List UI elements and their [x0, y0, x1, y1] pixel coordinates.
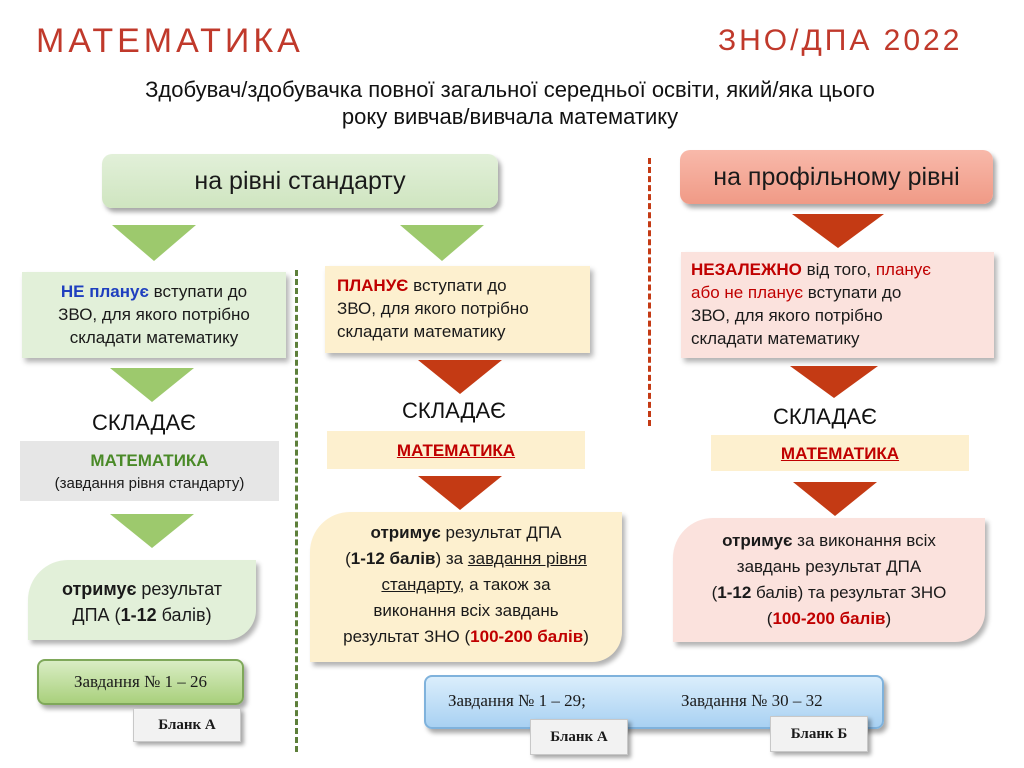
result-emphasis: отримує: [61, 579, 137, 599]
profile-condition-box: НЕЗАЛЕЖНО від того, планує або не планує…: [681, 252, 994, 358]
result-emphasis: отримує: [722, 531, 793, 550]
result-text: результат ЗНО (: [343, 627, 471, 646]
profile-text: від того,: [801, 260, 876, 279]
blank-letter: Б: [837, 725, 848, 742]
result-text: балів): [156, 605, 212, 625]
standard-separator-line: [295, 270, 298, 752]
profile-text: ЗВО, для якого потрібно: [691, 306, 883, 325]
no-plan-box: НЕ планує вступати до ЗВО, для якого пот…: [22, 272, 286, 358]
no-plan-subject-box: МАТЕМАТИКА (завдання рівня стандарту): [20, 441, 279, 501]
no-plan-line3: складати математику: [69, 328, 239, 347]
profile-separator-line: [648, 158, 651, 426]
result-score: 1-12: [717, 583, 752, 602]
down-arrow-icon: [790, 366, 878, 398]
blank-letter: А: [204, 716, 216, 733]
result-text: результат ДПА: [440, 523, 562, 542]
no-plan-subject-note: (завдання рівня стандарту): [54, 475, 245, 492]
exam-year-label: ЗНО/ДПА 2022: [718, 24, 963, 57]
result-text: , а також за: [459, 575, 551, 594]
profile-takes-label: СКЛАДАЄ: [773, 404, 877, 429]
result-text: ): [583, 627, 589, 646]
profile-emphasis: НЕЗАЛЕЖНО: [691, 260, 802, 279]
answer-sheet-a-label: Бланк А: [530, 719, 628, 755]
profile-subject: МАТЕМАТИКА: [780, 444, 900, 463]
result-text: (: [345, 549, 351, 568]
no-plan-takes-label: СКЛАДАЄ: [92, 410, 196, 435]
blank-text: Бланк: [550, 728, 594, 745]
result-link-text: завдання рівня: [467, 549, 587, 568]
tasks-standard-label: Завдання № 1 – 26: [37, 659, 244, 705]
down-arrow-icon: [418, 476, 502, 510]
result-score: 100-200 балів: [470, 627, 584, 646]
result-text: виконання всіх завдань: [373, 601, 559, 620]
result-score: 1-12 балів: [350, 549, 436, 568]
page-title: МАТЕМАТИКА: [36, 22, 304, 60]
result-text: завдань результат ДПА: [736, 557, 922, 576]
result-text: за виконання всіх: [792, 531, 936, 550]
subtitle-line-2: року вивчав/вивчала математику: [341, 104, 679, 129]
plan-text: вступати до: [408, 276, 507, 295]
profile-subject-box: МАТЕМАТИКА: [711, 435, 969, 471]
no-plan-emphasis: НЕ планує: [60, 282, 149, 301]
no-plan-subject: МАТЕМАТИКА: [90, 451, 209, 470]
profile-text: складати математику: [691, 329, 860, 348]
result-text: (: [766, 609, 773, 628]
plan-line2: ЗВО, для якого потрібно: [337, 299, 529, 318]
no-plan-text: вступати до: [148, 282, 248, 301]
result-link-text: стандарту: [381, 575, 460, 594]
blank-text: Бланк: [158, 716, 202, 733]
down-arrow-icon: [110, 514, 194, 548]
down-arrow-icon: [400, 225, 484, 261]
plan-result-box: отримує результат ДПА (1-12 балів) за за…: [310, 512, 622, 662]
plan-takes-label: СКЛАДАЄ: [402, 398, 506, 423]
tasks-range-b: Завдання № 30 – 32: [681, 691, 823, 710]
plan-subject: МАТЕМАТИКА: [396, 441, 516, 460]
profile-result-box: отримує за виконання всіх завдань резуль…: [673, 518, 985, 642]
result-text: (: [711, 583, 718, 602]
subtitle-line-1: Здобувач/здобувачка повної загальної сер…: [145, 77, 875, 102]
blank-letter: А: [596, 728, 608, 745]
result-score: 1-12: [120, 605, 157, 625]
result-text: результат: [136, 579, 223, 599]
answer-sheet-a-label: Бланк А: [133, 708, 241, 742]
no-plan-result-box: отримує результат ДПА (1-12 балів): [28, 560, 256, 640]
subtitle: Здобувач/здобувачка повної загальної сер…: [40, 76, 980, 130]
no-plan-line2: ЗВО, для якого потрібно: [58, 305, 250, 324]
tasks-range-a: Завдання № 1 – 29;: [448, 691, 586, 710]
profile-highlight: планує: [875, 260, 931, 279]
down-arrow-icon: [110, 368, 194, 402]
down-arrow-icon: [112, 225, 196, 261]
down-arrow-icon: [792, 214, 884, 248]
result-score: 100-200 балів: [772, 609, 886, 628]
profile-highlight: або не планує: [691, 283, 804, 302]
result-emphasis: отримує: [370, 523, 441, 542]
result-text: ) за: [435, 549, 468, 568]
blank-text: Бланк: [790, 725, 834, 742]
result-text: ): [885, 609, 892, 628]
plan-emphasis: ПЛАНУЄ: [337, 276, 409, 295]
profile-text: вступати до: [803, 283, 902, 302]
down-arrow-icon: [793, 482, 877, 516]
profile-level-header: на профільному рівні: [680, 150, 993, 204]
result-text: балів) та результат ЗНО: [751, 583, 947, 602]
standard-level-header: на рівні стандарту: [102, 154, 498, 208]
answer-sheet-b-label: Бланк Б: [770, 716, 868, 752]
down-arrow-icon: [418, 360, 502, 394]
plan-line3: складати математику: [337, 322, 506, 341]
plan-subject-box: МАТЕМАТИКА: [327, 431, 585, 469]
plan-box: ПЛАНУЄ вступати до ЗВО, для якого потріб…: [325, 266, 590, 353]
result-text: ДПА (: [72, 605, 121, 625]
